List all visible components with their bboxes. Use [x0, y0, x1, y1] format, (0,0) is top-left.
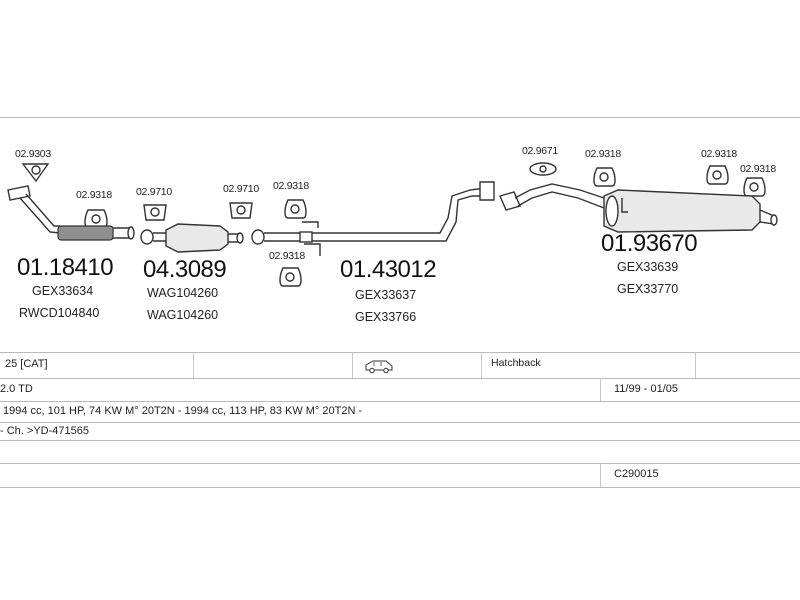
part-label-hanger: 02.9318	[273, 180, 309, 192]
hatchback-car-icon	[364, 358, 394, 379]
table-vrule-3	[481, 352, 482, 378]
table-rule-3	[0, 401, 800, 402]
assembly-number-front-pipe: 01.18410	[17, 254, 114, 281]
table-vrule-4	[695, 352, 696, 378]
gasket-icon	[143, 204, 167, 221]
assembly-ref: GEX33639	[617, 260, 679, 274]
table-rule-7	[0, 487, 800, 488]
gasket-icon	[229, 202, 253, 219]
assembly-ref: WAG104260	[147, 286, 219, 300]
assembly-number-rear: 01.93670	[601, 230, 698, 257]
table-rule-6	[0, 463, 800, 464]
catalyst-drawing	[140, 223, 244, 253]
table-vrule-2	[352, 352, 353, 378]
part-label-hanger: 02.9318	[76, 189, 112, 201]
engine-spec: 1994 cc, 101 HP, 74 KW M° 20T2N - 1994 c…	[3, 405, 363, 417]
clamp-icon	[21, 163, 50, 183]
part-label-gasket: 02.9671	[522, 145, 558, 157]
table-rule-5	[0, 440, 800, 441]
hanger-icon	[84, 209, 108, 229]
table-vrule-1	[193, 352, 194, 378]
hanger-icon	[593, 167, 616, 187]
hanger-icon	[706, 165, 729, 185]
part-label-gasket: 02.9710	[223, 183, 259, 195]
assembly-ref: WAG104260	[147, 308, 219, 322]
assembly-number-catalyst: 04.3089	[143, 256, 227, 283]
parts-drawing	[7, 162, 778, 287]
assembly-ref: GEX33766	[355, 310, 417, 324]
rear-silencer-drawing	[499, 183, 778, 233]
part-label-hanger: 02.9318	[269, 250, 305, 262]
vehicle-model: 25 [CAT]	[5, 358, 48, 370]
chassis-range: - Ch. >YD-471565	[0, 425, 89, 437]
assembly-ref: RWCD104840	[19, 306, 100, 320]
table-vrule-6	[600, 463, 601, 487]
part-label-hanger: 02.9318	[740, 163, 776, 175]
front-pipe-drawing	[7, 185, 135, 241]
part-label-gasket: 02.9710	[136, 186, 172, 198]
middle-pipe-drawing	[251, 181, 495, 256]
table-rule-1	[0, 352, 800, 353]
engine-label: 2.0 TD	[0, 383, 33, 395]
assembly-ref: GEX33634	[32, 284, 94, 298]
assembly-number-middle: 01.43012	[340, 256, 437, 283]
table-rule-2	[0, 378, 800, 379]
part-label-hanger: 02.9318	[585, 148, 621, 160]
production-years: 11/99 - 01/05	[614, 383, 679, 395]
table-vrule-5	[600, 378, 601, 401]
part-label-hanger: 02.9318	[701, 148, 737, 160]
part-label-clamp: 02.9303	[15, 148, 51, 160]
assembly-ref: GEX33637	[355, 288, 417, 302]
hanger-icon	[279, 267, 302, 287]
hanger-icon	[284, 199, 307, 219]
system-code: C290015	[614, 468, 659, 480]
assembly-ref: GEX33770	[617, 282, 679, 296]
gasket-icon	[529, 162, 557, 176]
hanger-icon	[743, 177, 766, 197]
body-type: Hatchback	[491, 357, 541, 369]
table-rule-4	[0, 422, 800, 423]
top-rule	[0, 117, 800, 118]
